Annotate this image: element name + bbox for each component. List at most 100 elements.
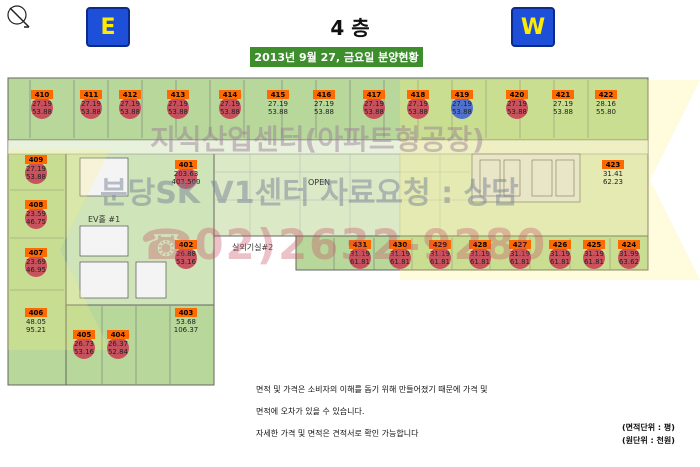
unit-number-tag	[469, 240, 491, 249]
notice-line1: 면적 및 가격은 소비자의 이해를 돕기 위해 만들어졌기 때문에 가격 및	[256, 385, 488, 394]
unit-area: 27.19	[81, 100, 101, 108]
unit-area: 31.19	[430, 250, 450, 258]
unit-number-tag	[389, 240, 411, 249]
unit-number-tag	[349, 240, 371, 249]
unit-number-tag	[429, 240, 451, 249]
watermark-line1: 지식산업센터(아파트형공장)	[150, 123, 485, 156]
unit-status-dot	[80, 97, 102, 119]
unit-area: 26.73	[74, 340, 94, 348]
unit-status-dot	[25, 207, 47, 229]
ev-hall-label: EV홀 #1	[88, 214, 120, 224]
machine-room-label: 실외기실#2	[232, 242, 273, 252]
left-wing-dividers	[10, 189, 64, 291]
unit-number-tag	[506, 90, 528, 99]
unit-number-tag	[267, 90, 289, 99]
unit-number: 429	[433, 241, 448, 249]
unit-area-m2: 53.88	[507, 108, 527, 116]
unit-status-dot	[389, 247, 411, 269]
unit-number-tag	[25, 248, 47, 257]
unit-number: 403	[179, 309, 194, 317]
unit-area-m2: 46.95	[26, 266, 46, 274]
unit-number-tag	[73, 330, 95, 339]
unit-area-m2: 62.23	[603, 178, 623, 186]
unit-area: 27.19	[26, 165, 46, 173]
unit-area: 27.19	[452, 100, 472, 108]
unit-area-m2: 53.88	[452, 108, 472, 116]
unit-number: 424	[622, 241, 637, 249]
unit-number-tag	[80, 90, 102, 99]
unit-area-m2: 95.21	[26, 326, 46, 334]
unit-number: 402	[179, 241, 194, 249]
unit-area: 27.19	[268, 100, 288, 108]
unit-status-dot	[451, 97, 473, 119]
unit-area: 31.19	[350, 250, 370, 258]
unit-area-m2: 53.16	[176, 258, 197, 266]
unit-number-tag	[175, 160, 197, 169]
unit-status-dot	[506, 97, 528, 119]
unit-area-m2: 106.37	[174, 326, 199, 334]
unit-number: 401	[179, 161, 194, 169]
unit-area-m2: 53.88	[81, 108, 101, 116]
date-banner: 2013년 9월 27, 금요일 분양현황	[250, 47, 423, 67]
unit-status-dot	[618, 247, 640, 269]
unit-area-m2: 403.500	[172, 178, 201, 186]
unit-number: 404	[111, 331, 126, 339]
unit-status-dot	[175, 247, 197, 269]
unit-number: 418	[411, 91, 426, 99]
unit-area-m2: 53.16	[74, 348, 95, 356]
unit-area: 27.19	[507, 100, 527, 108]
unit-number: 425	[587, 241, 602, 249]
unit-number: 430	[393, 241, 408, 249]
unit-status-dot	[407, 97, 429, 119]
unit-area: 23.59	[26, 210, 46, 218]
unit-number-tag	[602, 160, 624, 169]
unit-status-dot	[363, 97, 385, 119]
unit-area: 48.05	[26, 318, 46, 326]
unit-area-m2: 53.88	[220, 108, 240, 116]
unit-area: 31.19	[470, 250, 490, 258]
west-label: W	[520, 14, 546, 40]
unit-status-dot	[119, 97, 141, 119]
unit-status-dot	[167, 97, 189, 119]
unit-status-dot	[549, 247, 571, 269]
area-unit-note: (면적단위 : 평)	[622, 423, 675, 432]
unit-area: 31.19	[584, 250, 604, 258]
watermark-line2: 분당SK V1센터 자료요청 : 상담	[100, 176, 519, 211]
unit-area-m2: 46.75	[26, 218, 46, 226]
unit-number: 413	[171, 91, 186, 99]
compass-icon	[7, 5, 30, 28]
unit-number-tag	[25, 200, 47, 209]
unit-number-tag	[25, 155, 47, 164]
